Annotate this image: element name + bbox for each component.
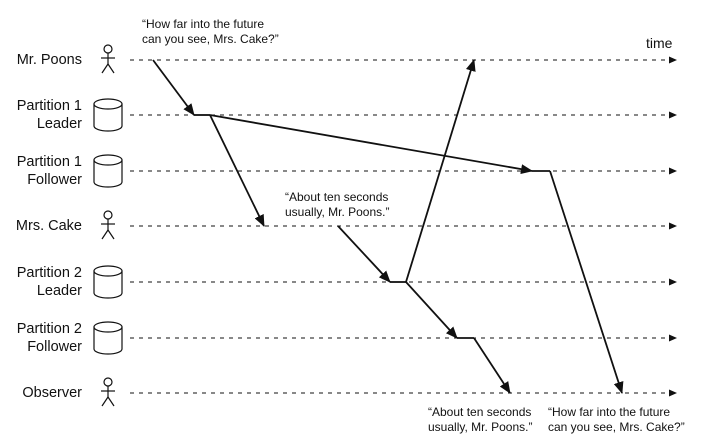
arrow-poons-write-to-p1-leader	[152, 59, 195, 116]
lane-label-observer: Observer	[2, 384, 82, 402]
arrow-p1-leader-to-cake	[209, 114, 265, 227]
label-line: Leader	[36, 283, 82, 299]
quote-observer-question: “How far into the future can you see, Mr…	[548, 405, 685, 435]
quote-line: “How far into the future	[142, 17, 265, 31]
quote-line: “How far into the future	[548, 405, 671, 419]
label-line: Mrs. Cake	[15, 218, 82, 234]
stick-figure-icon	[101, 44, 115, 74]
quote-line: can you see, Mrs. Cake?”	[142, 32, 279, 46]
quote-line: “About ten seconds	[428, 405, 532, 419]
arrow-p2-leader-to-poons	[405, 59, 476, 283]
lane-label-mrs-cake: Mrs. Cake	[2, 217, 82, 235]
quote-line: can you see, Mrs. Cake?”	[548, 420, 685, 434]
label-line: Partition 1	[16, 98, 82, 114]
label-line: Follower	[27, 172, 82, 188]
quote-cake-answer: “About ten seconds usually, Mr. Poons.”	[285, 190, 389, 220]
lane-label-partition2-follower: Partition 2 Follower	[2, 320, 82, 356]
stick-figure-icon	[101, 377, 115, 407]
lane-label-partition2-leader: Partition 2 Leader	[2, 264, 82, 300]
stick-figure-icon	[101, 210, 115, 240]
arrow-p1-leader-replicate-to-follower	[209, 114, 533, 175]
message-arrows	[152, 59, 624, 394]
label-line: Partition 1	[16, 154, 82, 170]
quote-line: “About ten seconds	[285, 190, 389, 204]
database-cylinder-icon	[93, 154, 123, 188]
arrow-p2-follower-to-observer	[473, 337, 511, 394]
quote-line: usually, Mr. Poons.”	[285, 205, 390, 219]
quote-observer-answer: “About ten seconds usually, Mr. Poons.”	[428, 405, 532, 435]
label-line: Partition 2	[16, 265, 82, 281]
timelines	[130, 56, 677, 397]
time-axis-label: time	[646, 35, 673, 51]
arrow-p2-leader-replicate-to-follower	[405, 281, 458, 339]
lane-label-partition1-follower: Partition 1 Follower	[2, 153, 82, 189]
database-cylinder-icon	[93, 98, 123, 132]
label-line: Mr. Poons	[16, 52, 82, 68]
quote-poons-question: “How far into the future can you see, Mr…	[142, 17, 279, 47]
lane-label-partition1-leader: Partition 1 Leader	[2, 97, 82, 133]
quote-line: usually, Mr. Poons.”	[428, 420, 533, 434]
label-line: Observer	[22, 385, 82, 401]
label-line: Leader	[36, 116, 82, 132]
label-line: Follower	[27, 339, 82, 355]
lane-label-mr-poons: Mr. Poons	[2, 51, 82, 69]
arrow-p1-follower-to-observer	[549, 170, 624, 394]
arrow-cake-write-to-p2-leader	[337, 225, 391, 283]
label-line: Partition 2	[16, 321, 82, 337]
database-cylinder-icon	[93, 265, 123, 299]
database-cylinder-icon	[93, 321, 123, 355]
processing-segments	[194, 114, 550, 339]
